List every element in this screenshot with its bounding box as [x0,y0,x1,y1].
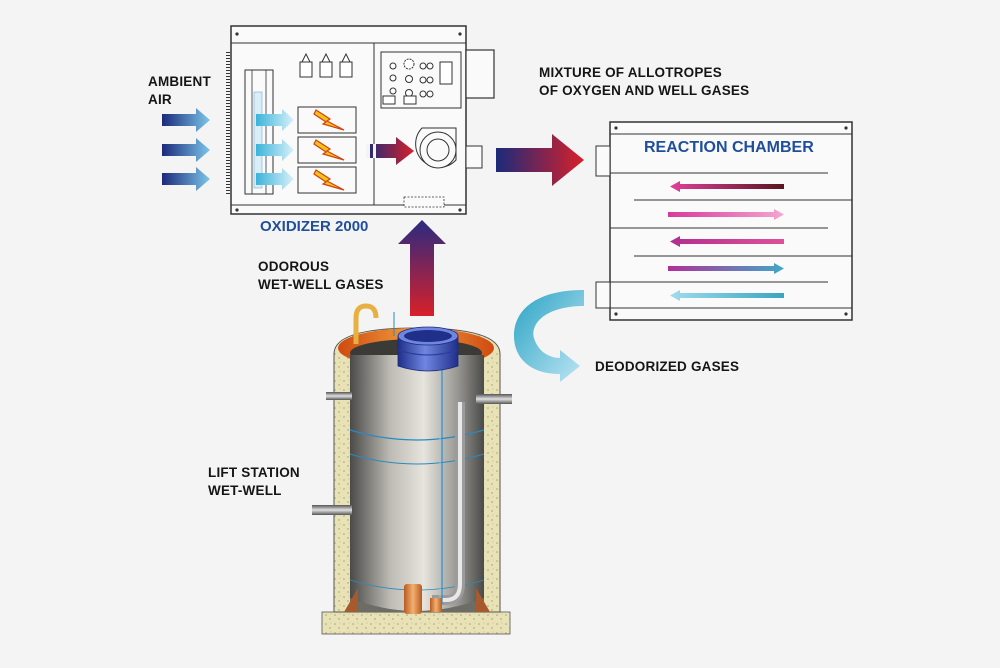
odor-collection-canister [397,326,459,372]
oxidizer-title: OXIDIZER 2000 [260,218,369,235]
deodorized-flow-arrow [514,290,584,382]
lightning-bolt-icon [313,169,345,191]
odorous-gases-label: ODOROUS WET-WELL GASES [258,259,384,292]
ambient-arrow-1 [162,108,210,132]
serpentine-arrow-2 [668,209,784,220]
serpentine-arrow-5 [670,290,784,301]
odorous-flow-arrow [398,220,446,316]
control-knob-icon [389,58,434,98]
intake-arrows [256,109,294,190]
steel-tank [350,355,484,612]
lift-station-label: LIFT STATION WET-WELL [208,465,300,498]
serpentine-arrow-3 [670,236,784,247]
oxidizer-unit [226,25,495,215]
mixture-label: MIXTURE OF ALLOTROPES OF OXYGEN AND WELL… [539,65,750,98]
fan-blower-icon [415,127,457,169]
warning-triangle-icon [299,52,353,78]
mixture-flow-arrow [496,134,584,186]
base-slab [321,611,511,635]
lightning-bolt-icon [313,139,345,161]
serpentine-arrow-1 [670,181,784,192]
reaction-chamber [595,121,853,321]
ambient-arrow-2 [162,138,210,162]
serpentine-arrow-4 [668,263,784,274]
deodorized-gases-label: DEODORIZED GASES [595,359,740,374]
reaction-chamber-title: REACTION CHAMBER [644,139,814,156]
control-panel [380,51,462,109]
wet-well [312,303,512,635]
ozone-generator-cells [297,106,357,194]
ambient-air-label: AMBIENT AIR [148,74,211,107]
pump [404,584,422,614]
mix-arrow [366,137,414,165]
ambient-air-arrows [162,108,210,191]
ambient-arrow-3 [162,167,210,191]
lightning-bolt-icon [313,109,345,131]
vent-pipe [353,303,379,344]
